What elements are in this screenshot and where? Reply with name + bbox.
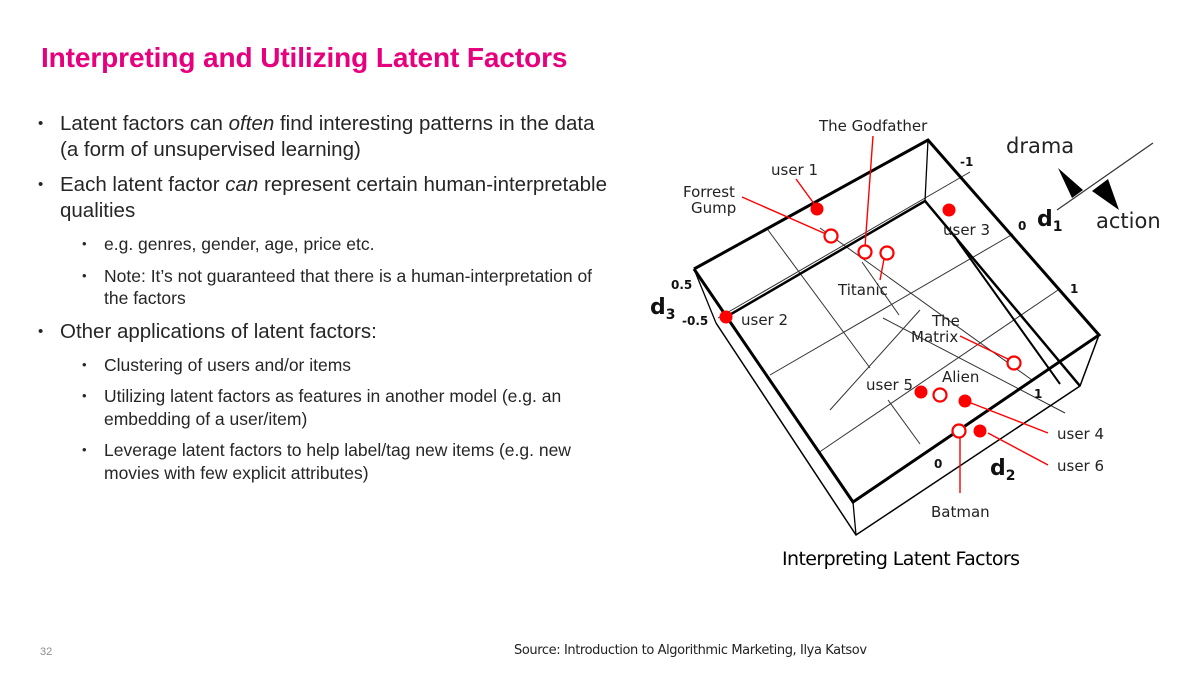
source-citation: Source: Introduction to Algorithmic Mark… [514,643,867,658]
arrow-drama-icon [1058,168,1083,198]
user-1-point [810,202,824,216]
sub-bullet-item: Leverage latent factors to help label/ta… [82,439,618,484]
box-frame [692,138,1102,537]
user-3-label: user 3 [943,221,990,239]
the-godfather-point [857,244,873,260]
alien-label: Alien [942,368,979,386]
tick-d1-1: 1 [1070,282,1078,296]
bullet-text: represent certain human-interpretable qu… [60,173,607,222]
leader-lines [741,135,1049,493]
titanic-point [879,245,895,261]
user-3-point [942,203,956,217]
tick-d3-pos: 0.5 [671,278,692,292]
the-matrix-label-line2: Matrix [911,328,958,346]
bullet-item: Each latent factor can represent certain… [38,172,618,224]
user-points [719,202,987,438]
tick-d1-neg1: -1 [960,155,973,169]
user-2-label: user 2 [741,311,788,329]
forrest-gump-label-line1: Forrest [683,183,735,201]
the-godfather-label: The Godfather [818,117,928,135]
titanic-label: Titanic [837,281,888,299]
sub-bullet-item: Clustering of users and/or items [82,354,618,377]
the-matrix-label-line1: The [931,312,960,330]
alien-point [932,387,948,403]
diagram-caption: Interpreting Latent Factors [782,548,1020,570]
user-1-label: user 1 [771,161,818,179]
forrest-gump-label-line2: Gump [691,199,736,217]
tick-d3-neg: -0.5 [682,314,708,328]
batman-point [951,423,967,439]
batman-label: Batman [931,503,990,521]
user-4-point [958,394,972,408]
axis-d2-label: d2 [990,456,1016,484]
emphasis-text: often [228,112,275,135]
bullet-text: Each latent factor [60,173,226,196]
user-6-point [973,424,987,438]
bullet-text: find interesting patterns in the data (a… [60,112,595,161]
bullet-item: Latent factors can often find interestin… [38,111,618,163]
user-2-point [719,310,733,324]
sub-bullet-item: Note: It’s not guaranteed that there is … [82,265,618,310]
tick-d1-0: 0 [1018,219,1026,233]
sub-bullet-item: e.g. genres, gender, age, price etc. [82,233,618,256]
emphasis-text: can [225,173,259,196]
arrow-action-icon [1092,179,1119,210]
user-5-label: user 5 [866,376,913,394]
user-5-point [914,385,928,399]
drama-label: drama [1006,134,1074,158]
page-number: 32 [40,646,53,658]
the-matrix-point [1006,355,1022,371]
axis-d1-label: d1 [1037,207,1063,235]
forrest-gump-point [823,228,839,244]
user-4-label: user 4 [1057,425,1104,443]
movie-points [823,228,1022,439]
bullet-item: Other applications of latent factors: [38,319,618,345]
bullet-text: Latent factors can [60,112,229,135]
tick-d2-0: 0 [934,457,942,471]
action-label: action [1096,209,1161,233]
tick-d2-1: 1 [1034,387,1042,401]
d1-direction-indicator: drama action [1006,134,1161,233]
user-6-label: user 6 [1057,457,1104,475]
slide-title: Interpreting and Utilizing Latent Factor… [41,42,568,73]
bullet-list: Latent factors can often find interestin… [38,111,618,493]
sub-bullet-item: Utilizing latent factors as features in … [82,385,618,430]
axis-d3-label: d3 [650,295,676,323]
